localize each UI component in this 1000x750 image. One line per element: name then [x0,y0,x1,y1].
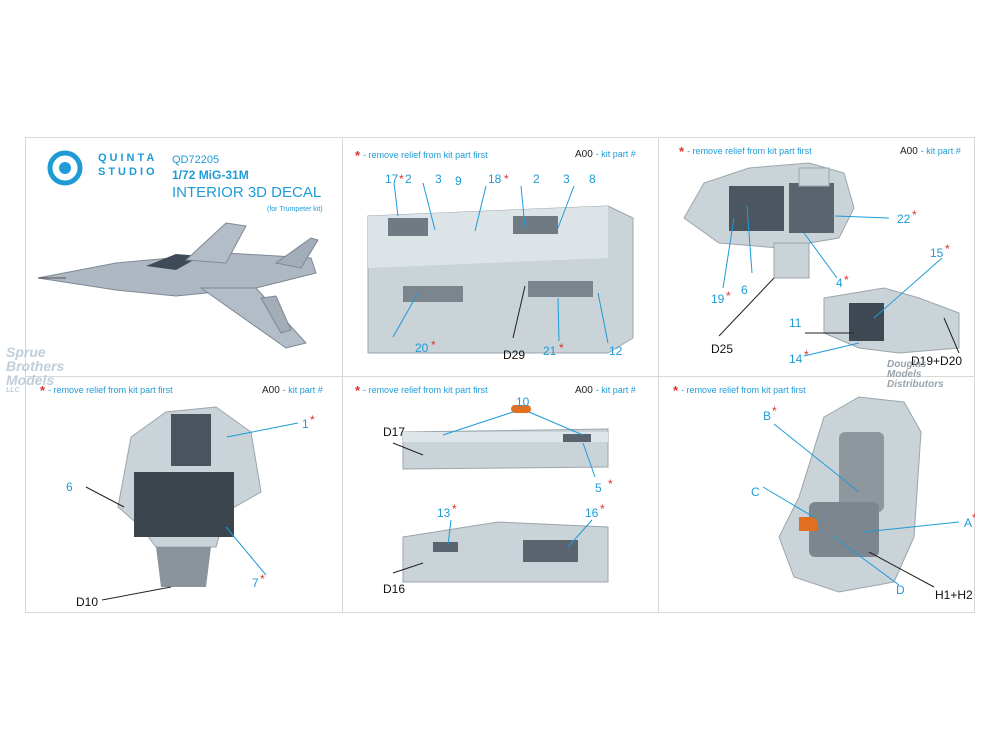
callout-number: 17 [385,172,399,186]
remove-relief-note: *- remove relief from kit part first [355,148,488,163]
callout-number: 22 [897,212,911,226]
asterisk-icon: * [504,172,509,186]
callout-letter: A [964,516,973,530]
asterisk-icon: * [912,208,917,222]
remove-relief-note: *- remove relief from kit part first [40,383,173,398]
part-label: D16 [383,582,406,596]
remove-relief-note: *- remove relief from kit part first [673,383,806,398]
instrument-panel-drawing [683,162,960,357]
asterisk-icon: * [726,289,731,303]
remove-relief-note: *- remove relief from kit part first [355,383,488,398]
product-model: 1/72 MiG-31M [172,168,249,182]
part-label: D17 [383,425,406,439]
callout-number: 14 [789,352,803,366]
brand-line-2: STUDIO [98,166,158,178]
asterisk-icon: * [608,477,613,491]
kit-part-note: A00- kit part # [900,146,961,157]
panel-side-walls: *- remove relief from kit part first A00… [343,377,658,614]
product-subtitle: (for Trumpeter kit) [267,206,323,213]
callout-number: 5 [595,481,602,495]
callout-letter: D [896,583,905,597]
asterisk-icon: * [804,348,809,362]
brand-line-1: QUINTA [98,152,158,164]
asterisk-icon: * [260,572,265,586]
watermark-sprue-brothers: Sprue Brothers Models LLC [6,344,65,394]
part-label: H1+H2 [935,588,973,602]
asterisk-icon: * [945,242,950,256]
console-drawing [367,182,634,354]
callout-number: 2 [405,172,412,186]
part-label: D19+D20 [911,354,963,368]
grid-divider [342,138,343,612]
asterisk-icon: * [972,511,975,525]
kit-part-note: A00- kit part # [575,385,636,396]
callout-number: 19 [711,292,725,306]
kit-part-note: A00- kit part # [262,385,323,396]
callout-number: 7 [252,576,259,590]
product-code: QD72205 [172,154,220,166]
callout-letter: C [751,485,760,499]
grid-divider [658,138,659,612]
callout-number: 6 [741,283,748,297]
kit-part-note: A00- kit part # [575,149,636,160]
callout-number: 12 [609,344,623,358]
callout-number: 10 [516,395,530,409]
asterisk-icon: * [844,273,849,287]
product-title: INTERIOR 3D DECAL [172,184,322,201]
ejection-seat-drawing [762,396,960,593]
asterisk-icon: * [600,502,605,516]
callout-number: 9 [455,174,462,188]
callout-number: 11 [789,316,802,330]
callout-number: 4 [836,276,843,290]
front-panel-drawing [85,406,299,601]
quinta-logo-icon [47,150,83,186]
watermark-douglas-models: Douglas Models Distributors [887,359,944,390]
asterisk-icon: * [431,338,436,352]
asterisk-icon: * [772,404,777,418]
asterisk-icon: * [310,413,315,427]
part-label: D10 [76,595,99,609]
callout-number: 21 [543,344,557,358]
callout-letter: B [763,409,772,423]
grid-divider [26,376,974,377]
instruction-sheet: QUINTA STUDIO QD72205 1/72 MiG-31M INTER… [25,137,975,613]
remove-relief-note: *- remove relief from kit part first [679,144,812,159]
callout-number: 3 [563,172,570,186]
callout-number: 18 [488,172,502,186]
panel-side-consoles: *- remove relief from kit part first A00… [343,138,658,376]
part-label: D29 [503,348,526,362]
asterisk-icon: * [399,172,404,186]
panel-instrument-panel: *- remove relief from kit part first A00… [659,138,975,376]
panel-front-panel: *- remove relief from kit part first A00… [26,377,342,614]
callout-number: 1 [302,417,309,431]
callout-number: 3 [435,172,442,186]
asterisk-icon: * [559,341,564,355]
asterisk-icon: * [452,502,457,516]
panel-ejection-seat: *- remove relief from kit part first B* … [659,377,975,614]
panel-product-info: QUINTA STUDIO QD72205 1/72 MiG-31M INTER… [26,138,342,376]
side-walls-drawing [392,405,609,583]
callout-number: 15 [930,246,944,260]
callout-number: 20 [415,341,429,355]
callout-number: 6 [66,480,73,494]
callout-number: 16 [585,506,599,520]
callout-number: 8 [589,172,596,186]
part-label: D25 [711,342,734,356]
aircraft-image [37,222,319,349]
callout-number: 13 [437,506,451,520]
callout-number: 2 [533,172,540,186]
